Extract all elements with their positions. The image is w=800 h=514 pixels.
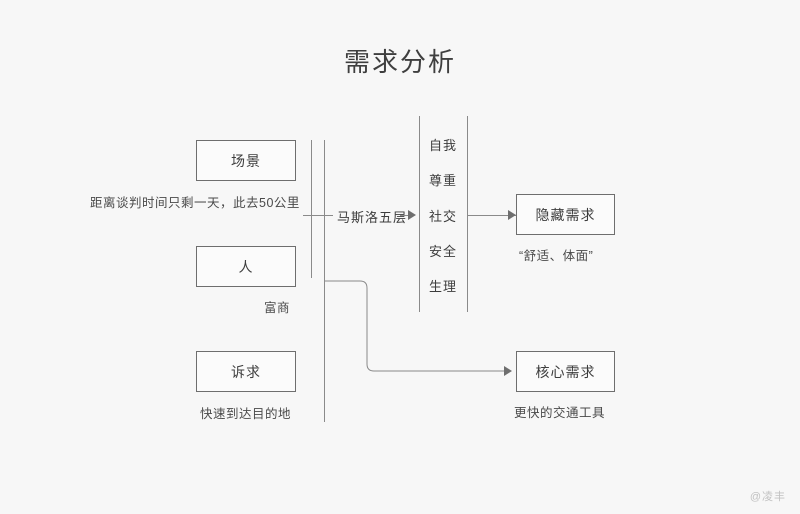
maslow-layer-safety: 安全 (428, 244, 457, 259)
maslow-rail-left (419, 116, 420, 312)
arrow-collector-to-core-icon (504, 366, 512, 376)
connector-stack-to-hidden (467, 215, 517, 216)
page-title: 需求分析 (343, 47, 456, 77)
watermark: @凌丰 (749, 491, 786, 503)
collector-line-outer (324, 140, 325, 422)
node-core-need[interactable]: 核心需求 (516, 351, 615, 392)
maslow-layer-social: 社交 (428, 209, 457, 224)
connector-collector-to-middle (303, 215, 333, 216)
node-person[interactable]: 人 (196, 246, 296, 287)
arrow-middle-to-stack-icon (408, 210, 416, 220)
caption-scene: 距离谈判时间只剩一天，此去50公里 (90, 196, 300, 210)
connector-middle-to-stack (400, 215, 412, 216)
collector-line-inner (311, 140, 312, 278)
caption-hidden-need: “舒适、体面” (519, 249, 594, 263)
maslow-layer-physiological: 生理 (428, 279, 457, 294)
caption-person: 富商 (264, 301, 291, 315)
arrow-stack-to-hidden-icon (508, 210, 516, 220)
caption-core-need: 更快的交通工具 (514, 406, 606, 420)
maslow-layer-esteem: 尊重 (428, 173, 457, 188)
caption-demand: 快速到达目的地 (200, 407, 292, 421)
label-maslow: 马斯洛五层 (337, 210, 408, 225)
node-demand[interactable]: 诉求 (196, 351, 296, 392)
maslow-layer-self: 自我 (428, 138, 457, 153)
node-hidden-need[interactable]: 隐藏需求 (516, 194, 615, 235)
node-scene[interactable]: 场景 (196, 140, 296, 181)
maslow-rail-right (467, 116, 468, 312)
